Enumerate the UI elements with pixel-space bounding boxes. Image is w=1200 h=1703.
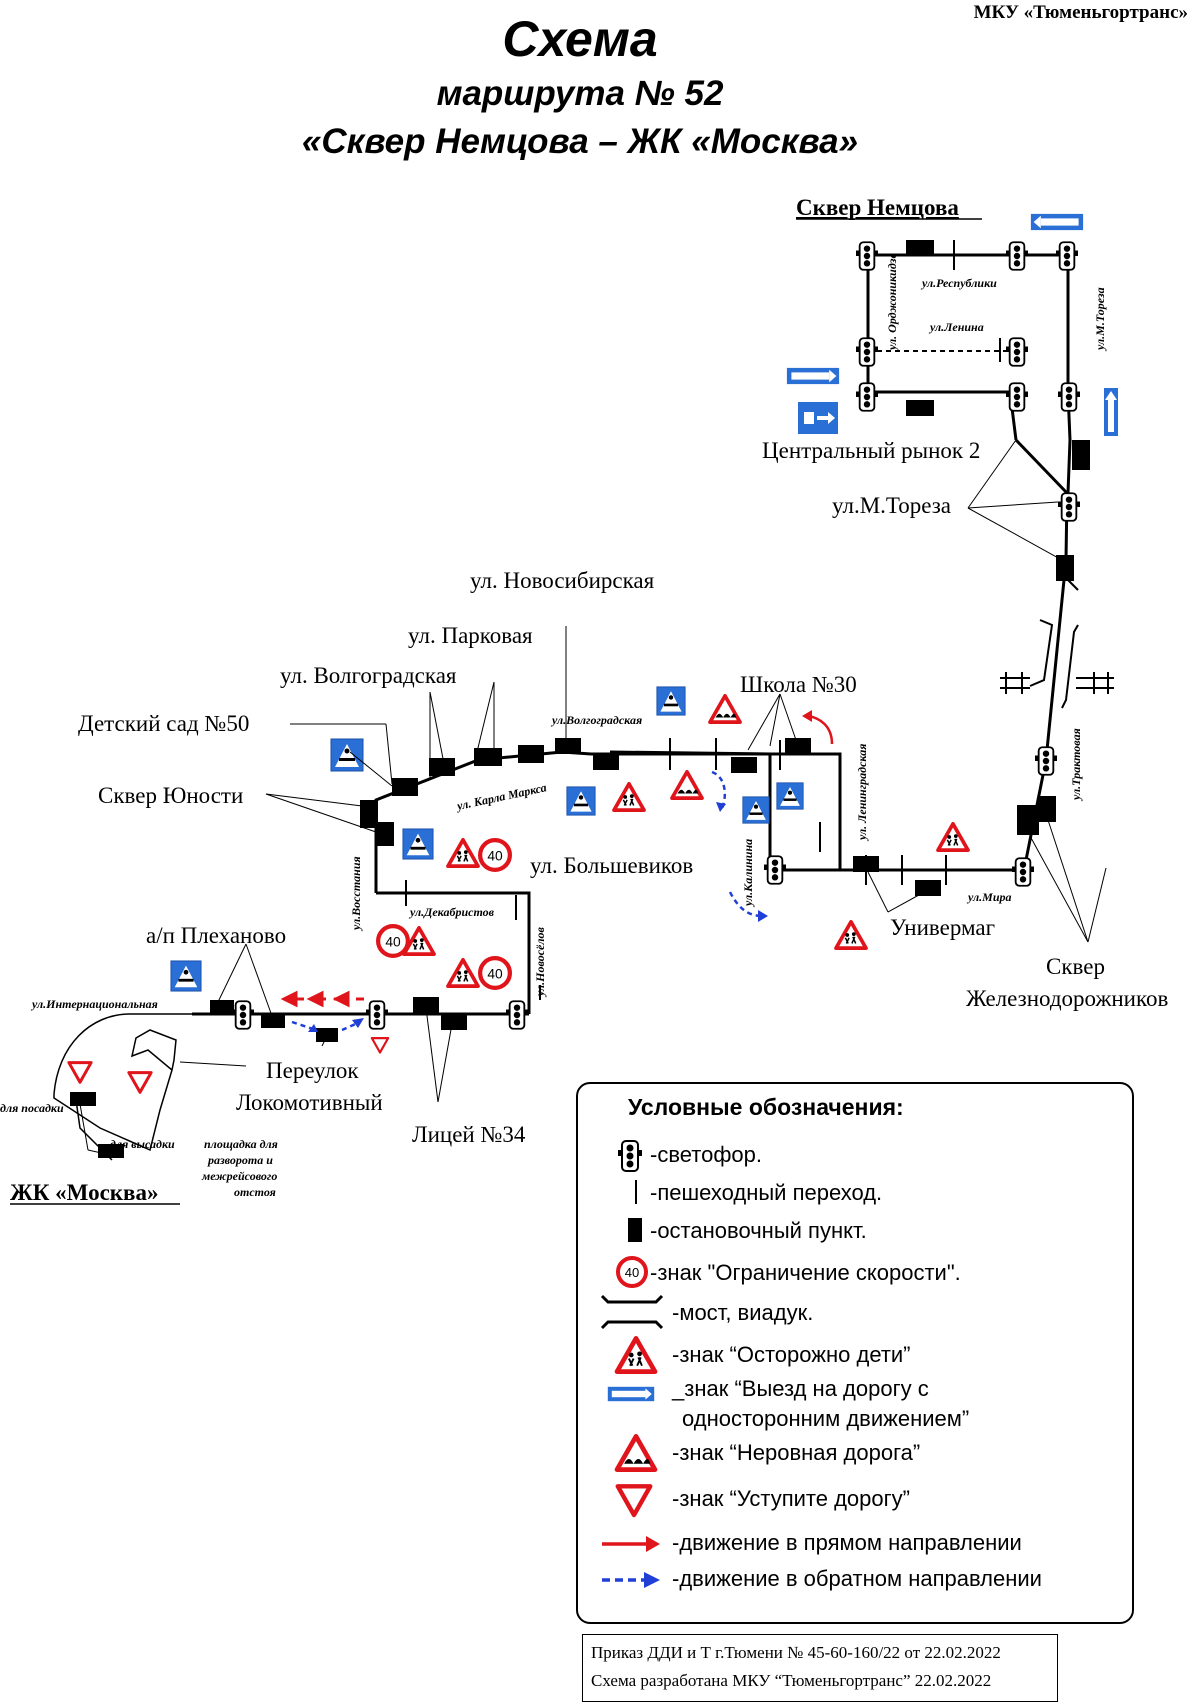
label-boarding: для посадки — [0, 1101, 64, 1115]
stop-volgogradskaya: ул. Волгоградская — [280, 663, 457, 688]
street-respubliki: ул.Республики — [920, 276, 997, 290]
legend-backward-arrow-icon — [602, 1572, 660, 1588]
street-kalinina: ул.Калинина — [741, 839, 755, 908]
street-mira: ул.Мира — [966, 890, 1012, 904]
street-leningradskaya: ул. Ленинградская — [855, 744, 869, 842]
legend-item-speed: -знак "Ограничение скорости". — [650, 1260, 961, 1285]
stop-lokomotivny-line2: Локомотивный — [236, 1090, 383, 1115]
stop-kindergarten: Детский сад №50 — [78, 711, 249, 736]
legend-uneven-icon — [617, 1436, 655, 1469]
terminal-north-label: Сквер Немцова — [796, 195, 959, 220]
page-title: Схема — [502, 11, 658, 67]
legend-item-oneway-line1: _знак “Выезд на дорогу с — [672, 1376, 929, 1401]
label-turnaround-line4: отстоя — [234, 1185, 276, 1199]
stop-univermag: Универмаг — [890, 915, 995, 940]
legend-yield-icon — [618, 1486, 651, 1515]
legend-title: Условные обозначения: — [628, 1094, 904, 1120]
street-lenina: ул.Ленина — [928, 320, 984, 334]
label-turnaround-line2: разворота и — [207, 1153, 273, 1167]
legend-bridge-icon — [600, 1294, 664, 1330]
stop-lyceum: Лицей №34 — [412, 1122, 526, 1147]
street-traktovaya: ул.Трактовая — [1069, 728, 1083, 802]
legend-item-crossing: -пешеходный переход. — [650, 1180, 883, 1205]
legend-oneway-icon — [607, 1386, 655, 1402]
street-internatsionalnaya: ул.Интернациональная — [30, 997, 158, 1011]
legend-forward-arrow-icon — [602, 1536, 660, 1552]
legend-item-children: -знак “Осторожно дети” — [672, 1342, 911, 1367]
legend-item-yield: -знак “Уступите дорогу” — [672, 1486, 910, 1511]
stop-central-market: Центральный рынок 2 — [762, 438, 980, 463]
stop-parkovaya: ул. Парковая — [408, 623, 533, 648]
legend-traffic-light-icon — [618, 1140, 642, 1172]
order-text: Приказ ДДИ и Т г.Тюмени № 45-60-160/22 о… — [591, 1643, 1001, 1662]
legend-item-traffic-light: -светофор. — [650, 1142, 763, 1167]
order-info-box: Приказ ДДИ и Т г.Тюмени № 45-60-160/22 о… — [582, 1634, 1058, 1702]
street-novosyolov: ул.Новосёлов — [533, 926, 547, 998]
terminal-loop — [53, 1013, 192, 1161]
legend-stop-icon — [628, 1218, 642, 1242]
legend-symbols — [600, 1140, 664, 1588]
legend-item-stop: -остановочный пункт. — [650, 1218, 867, 1243]
legend-item-oneway-line2: односторонним движением” — [682, 1406, 970, 1431]
stop-skver-zhd-line2: Железнодорожников — [966, 986, 1168, 1011]
stop-m-toreza: ул.М.Тореза — [832, 493, 951, 518]
direction-arrows — [280, 710, 834, 1032]
terminal-south-label: ЖК «Москва» — [10, 1180, 158, 1205]
stop-novosibirskaya: ул. Новосибирская — [470, 568, 655, 593]
label-turnaround-line3: межрейсового — [201, 1169, 277, 1183]
legend-item-backward: -движение в обратном направлении — [672, 1566, 1042, 1591]
stop-plekhanovo: а/п Плеханово — [146, 923, 286, 948]
stop-bolshevikov: ул. Большевиков — [530, 853, 693, 878]
organization-name: МКУ «Тюменьгортранс» — [973, 2, 1188, 23]
leader-lines — [79, 439, 1107, 1155]
route-number: маршрута № 52 — [436, 74, 724, 113]
legend-item-uneven: -знак “Неровная дорога” — [672, 1440, 921, 1465]
street-ordzhonikidze: ул. Орджоникидзе — [885, 253, 899, 352]
legend-children-icon — [617, 1338, 655, 1371]
street-karla-marksa: ул. Карла Маркса — [454, 780, 548, 813]
stop-school: Школа №30 — [740, 672, 857, 697]
stop-points — [70, 240, 1090, 1158]
route-name: «Сквер Немцова – ЖК «Москва» — [301, 122, 859, 161]
legend-item-forward: -движение в прямом направлении — [672, 1530, 1022, 1555]
label-turnaround-line1: площадка для — [204, 1137, 278, 1151]
legend-speed-icon — [616, 1256, 648, 1288]
pedestrian-crossings — [405, 240, 1079, 1000]
stop-skver-yunosti: Сквер Юности — [98, 783, 243, 808]
stop-lokomotivny-line1: Переулок — [266, 1058, 359, 1083]
legend-item-bridge: -мост, виадук. — [672, 1300, 814, 1325]
street-volgogradskaya-small: ул.Волгоградская — [550, 713, 642, 727]
route-line — [192, 253, 1072, 1016]
street-m-toreza-vertical: ул.М.Тореза — [1093, 287, 1107, 352]
developed-text: Схема разработана МКУ “Тюменьгортранс” 2… — [591, 1671, 992, 1690]
stop-skver-zhd-line1: Сквер — [1046, 954, 1105, 979]
street-dekabristov: ул.Декабристов — [408, 905, 495, 919]
oneway-signs — [786, 213, 1118, 436]
bridge-marks — [1000, 619, 1114, 709]
label-alighting: для высадки — [110, 1137, 175, 1151]
legend: Условные обозначения: -светофор. — [576, 1082, 1134, 1624]
street-vosstaniya: ул.Восстания — [349, 856, 363, 932]
